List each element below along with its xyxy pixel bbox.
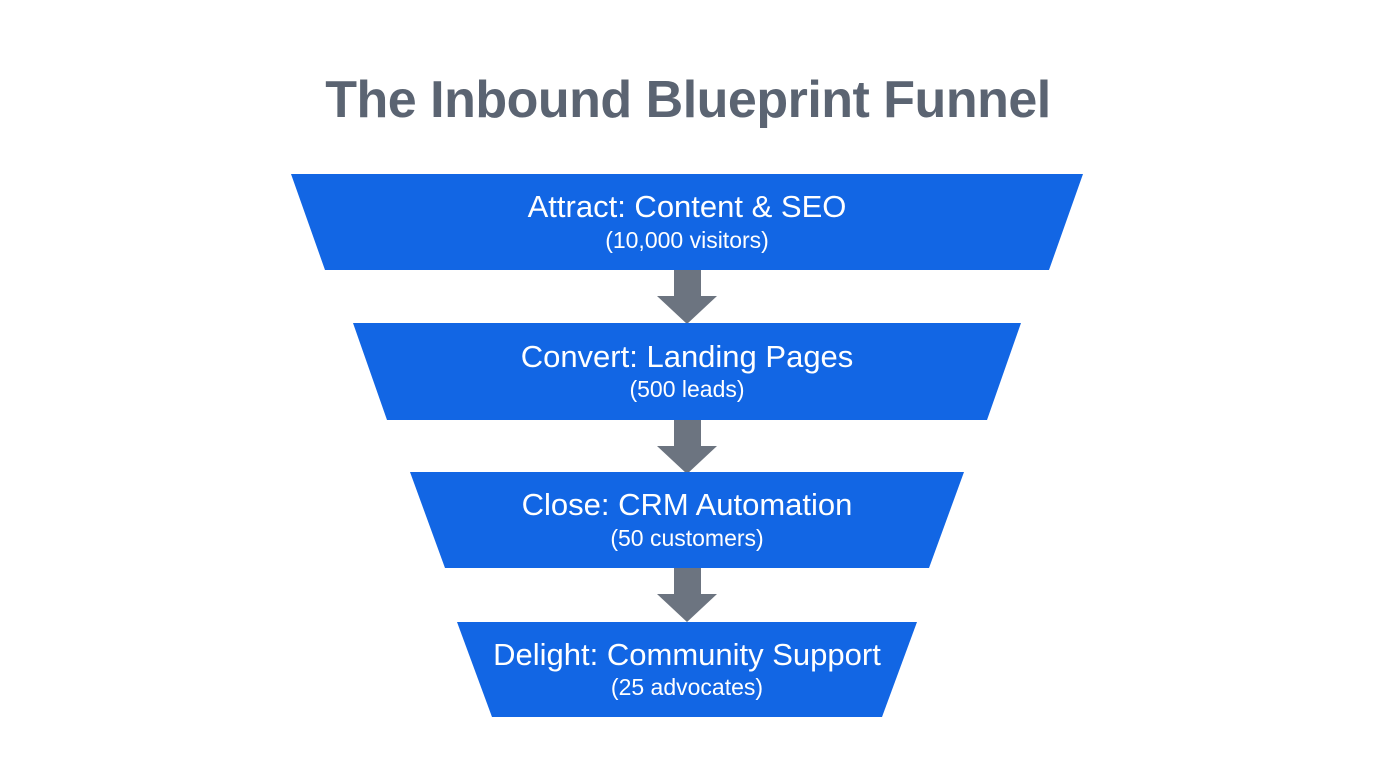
stage-value: (50 customers) xyxy=(610,524,764,551)
stage-label: Close: CRM Automation xyxy=(521,487,853,523)
page-title: The Inbound Blueprint Funnel xyxy=(325,71,1051,129)
stage-label: Attract: Content & SEO xyxy=(527,189,847,225)
funnel-stage-delight: Delight: Community Support (25 advocates… xyxy=(457,622,917,717)
arrow-shaft xyxy=(673,568,701,594)
stage-label: Convert: Landing Pages xyxy=(520,338,854,374)
stage-value: (10,000 visitors) xyxy=(605,226,769,253)
arrow-head xyxy=(657,446,717,474)
down-arrow-icon xyxy=(657,568,717,622)
funnel-stage-convert: Convert: Landing Pages (500 leads) xyxy=(353,323,1021,420)
arrow-shaft xyxy=(673,420,701,446)
down-arrow-icon xyxy=(657,270,717,324)
funnel-stage-attract: Attract: Content & SEO (10,000 visitors) xyxy=(291,174,1083,270)
arrow-head xyxy=(657,296,717,324)
stage-label: Delight: Community Support xyxy=(493,636,881,672)
arrow-head xyxy=(657,594,717,622)
stage-value: (25 advocates) xyxy=(610,674,764,701)
arrow-shaft xyxy=(673,270,701,296)
down-arrow-icon xyxy=(657,420,717,474)
stage-value: (500 leads) xyxy=(629,376,745,403)
funnel-stage-close: Close: CRM Automation (50 customers) xyxy=(410,472,964,568)
